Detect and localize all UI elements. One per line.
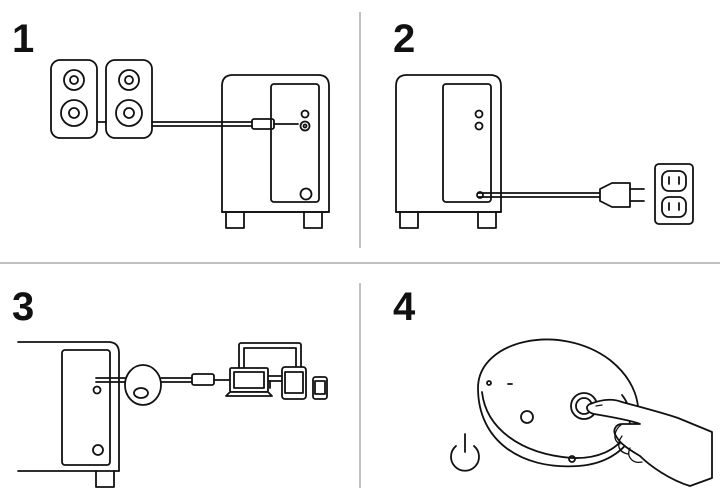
panel-2-connect-power (395, 74, 694, 229)
step-1-number: 1 (12, 17, 34, 61)
subwoofer-side-icon (17, 341, 120, 488)
step-4-number: 4 (393, 285, 416, 329)
speaker-cable (96, 118, 299, 130)
step-3-number: 3 (12, 285, 34, 329)
right-speaker-icon (105, 59, 153, 139)
left-speaker-icon (50, 59, 98, 139)
laptop-icon (225, 367, 273, 397)
step-2-number: 2 (393, 17, 415, 61)
power-cord (476, 182, 645, 208)
panel-1-connect-speakers (50, 59, 330, 229)
panel-3-connect-audio-source (17, 341, 328, 488)
phone-icon (312, 376, 328, 400)
panel-4-power-on (450, 338, 713, 487)
control-pod-icon (124, 364, 162, 406)
subwoofer-icon (221, 74, 330, 229)
wall-outlet-icon (654, 163, 694, 225)
tablet-icon (281, 366, 307, 400)
subwoofer-rear-icon (395, 74, 502, 229)
hand-pointing-icon (586, 398, 713, 487)
audio-cable (95, 373, 233, 386)
power-symbol-icon (450, 433, 480, 472)
